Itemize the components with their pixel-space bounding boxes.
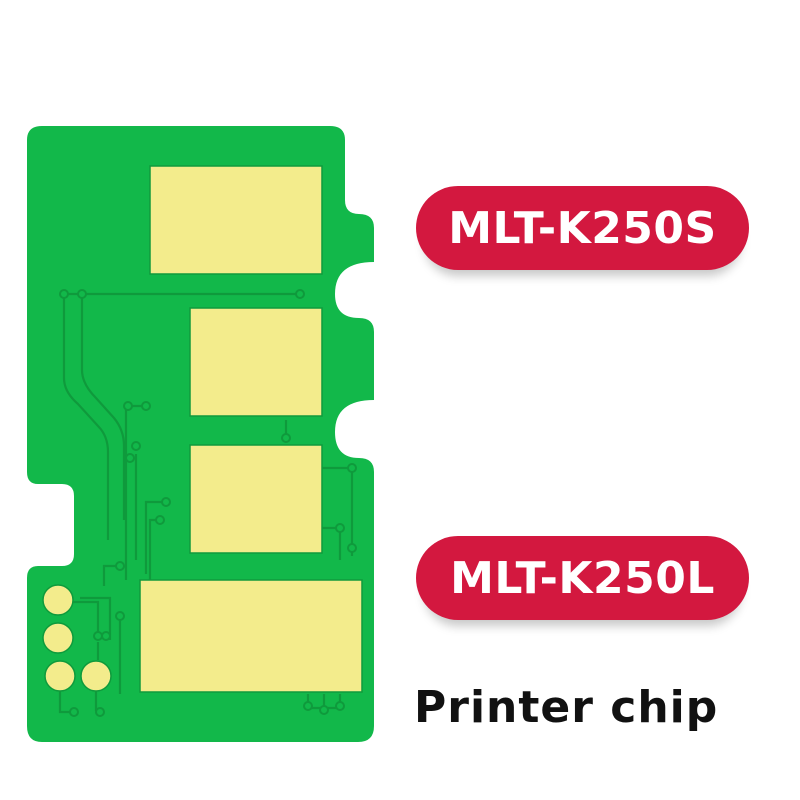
test-pad-3 <box>44 660 76 692</box>
model-badge-k250l: MLT-K250L <box>416 536 749 620</box>
model-badge-label: MLT-K250L <box>450 552 715 604</box>
test-pad-1 <box>42 584 74 616</box>
model-badge-label: MLT-K250S <box>448 202 717 254</box>
contact-pad-2 <box>189 307 323 417</box>
contact-pad-1 <box>149 165 323 275</box>
test-pad-2 <box>42 622 74 654</box>
product-caption: Printer chip <box>414 682 719 733</box>
test-pads <box>42 584 112 692</box>
contact-pads <box>139 165 363 693</box>
pcb-vias <box>59 289 357 717</box>
contact-pad-4 <box>139 579 363 693</box>
model-badge-k250s: MLT-K250S <box>416 186 749 270</box>
test-pad-4 <box>80 660 112 692</box>
contact-pad-3 <box>189 444 323 554</box>
